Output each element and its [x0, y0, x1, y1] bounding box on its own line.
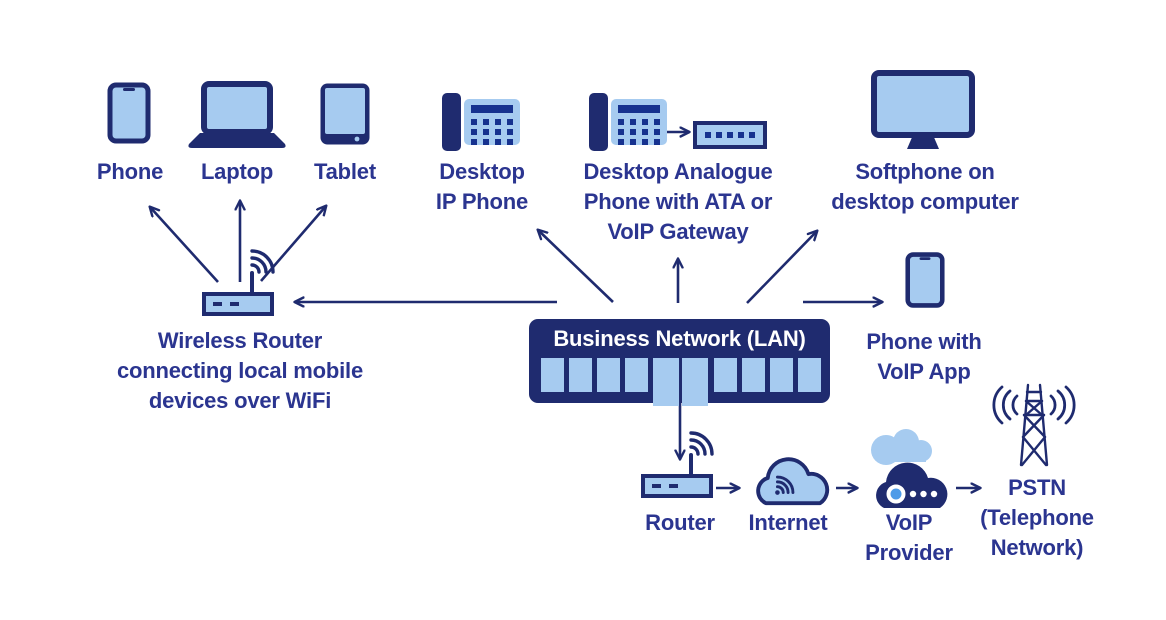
business-network-lan: Business Network (LAN)	[529, 319, 830, 406]
back-cloud	[871, 429, 932, 465]
internet-label: Internet	[748, 510, 828, 535]
lan-port	[742, 358, 765, 392]
lan-port	[625, 358, 648, 392]
lan-port	[541, 358, 564, 392]
analogue-phone-icon	[589, 93, 667, 151]
lan-port	[682, 358, 708, 406]
wireless-router-label: Wireless Router connecting local mobile …	[117, 328, 363, 413]
arrow-lan-to-ip-phone	[538, 230, 614, 303]
router-icon	[641, 431, 714, 498]
lan-port	[569, 358, 592, 392]
desktop-ip-phone-label: Desktop IP Phone	[435, 159, 529, 214]
tablet-label: Tablet	[314, 159, 376, 184]
phone-label: Phone	[96, 159, 164, 184]
lan-port	[714, 358, 737, 392]
laptop-label: Laptop	[200, 159, 274, 184]
router-label: Router	[645, 510, 715, 535]
softphone-label: Softphone on desktop computer	[831, 159, 1019, 214]
voip-phone-icon	[905, 252, 945, 308]
pstn-label: PSTN (Telephone Network)	[980, 475, 1094, 560]
voip-provider-label: VoIP Provider	[865, 510, 953, 565]
monitor-icon	[871, 70, 975, 149]
internet-cloud-icon	[756, 457, 830, 506]
arrow-router-to-phone	[150, 207, 219, 283]
radio-tower-icon	[992, 383, 1076, 467]
desk-phone-icon	[442, 93, 520, 151]
arrow-lan-to-softphone	[746, 231, 817, 304]
lan-port	[798, 358, 821, 392]
laptop-icon	[188, 81, 286, 148]
lan-title: Business Network (LAN)	[553, 326, 806, 351]
tablet-icon	[320, 83, 370, 145]
lan-port	[770, 358, 793, 392]
phone-icon	[107, 82, 151, 144]
wireless-router-icon	[202, 249, 275, 316]
phone-voip-app-label: Phone with VoIP App	[866, 329, 982, 384]
lan-port	[653, 358, 679, 406]
lan-port	[597, 358, 620, 392]
voip-provider-cloud-icon	[871, 429, 948, 508]
ata-gateway-icon	[693, 121, 767, 149]
desktop-analogue-phone-label: Desktop Analogue Phone with ATA or VoIP …	[583, 159, 773, 244]
